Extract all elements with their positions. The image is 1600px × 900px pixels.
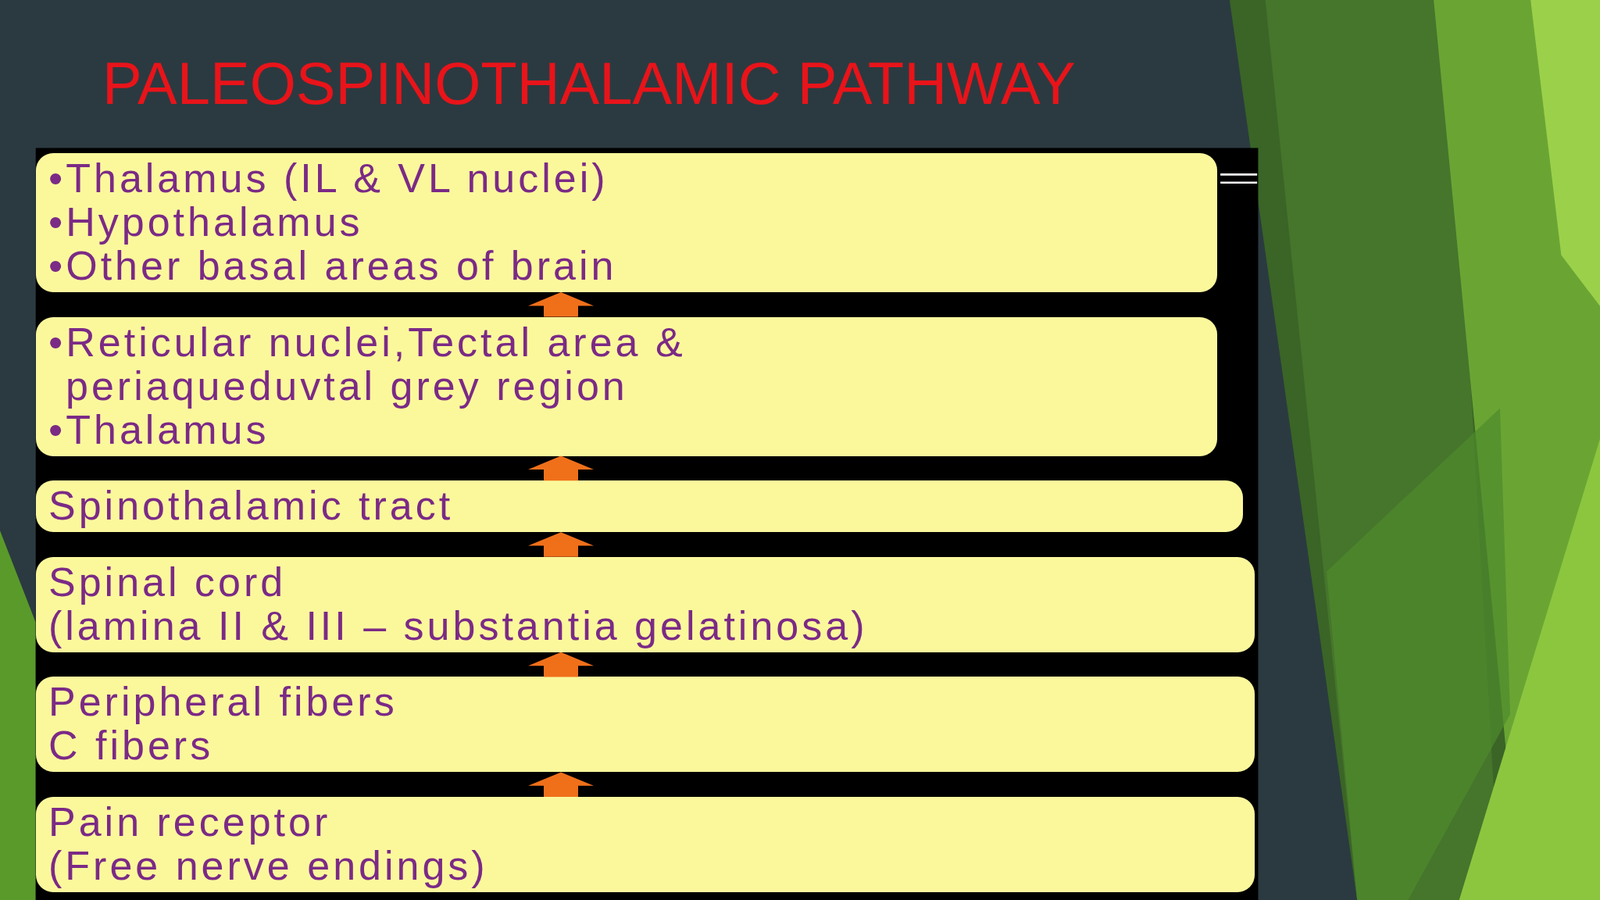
box-text: •Thalamus (IL & VL nuclei) (48, 156, 1205, 200)
slide-title: PALEOSPINOTHALAMIC PATHWAY (102, 48, 1076, 119)
box-text: Peripheral fibers (48, 679, 1243, 724)
green-shape (1229, 0, 1600, 900)
flow-arrow (528, 771, 594, 797)
box-text: (Free nerve endings) (48, 843, 1243, 888)
flow-arrow (528, 292, 594, 318)
brainstem-box: •Reticular nuclei,Tectal area & periaque… (35, 317, 1218, 457)
box-text: •Thalamus (48, 407, 1205, 452)
box-text: Spinothalamic tract (48, 483, 1231, 528)
flow-arrow (528, 456, 594, 482)
box-text: •Reticular nuclei,Tectal area & periaque… (48, 320, 965, 408)
box-text: •Hypothalamus (48, 200, 1205, 244)
tract-box: Spinothalamic tract (35, 480, 1243, 533)
receptor-box: Pain receptor(Free nerve endings) (35, 796, 1255, 893)
flow-arrow (528, 652, 594, 678)
panel-mark (1220, 181, 1258, 184)
green-shape (1530, 0, 1600, 307)
box-text: Spinal cord (48, 560, 1243, 604)
green-shape (1326, 407, 1511, 900)
image-panel (35, 147, 1259, 900)
fiber-box: Peripheral fibersC fibers (35, 676, 1255, 772)
box-text: C fibers (48, 723, 1243, 768)
brain-areas-box: •Thalamus (IL & VL nuclei)•Hypothalamus•… (35, 153, 1218, 293)
box-text: (lamina II & III – substantia gelatinosa… (48, 603, 1243, 648)
flow-arrow (528, 532, 594, 558)
spinal-cord-box: Spinal cord(lamina II & III – substantia… (35, 557, 1255, 653)
box-text: Pain receptor (48, 800, 1243, 844)
green-shape (0, 530, 36, 900)
panel-mark (1220, 173, 1258, 176)
box-text: •Other basal areas of brain (48, 243, 1205, 288)
